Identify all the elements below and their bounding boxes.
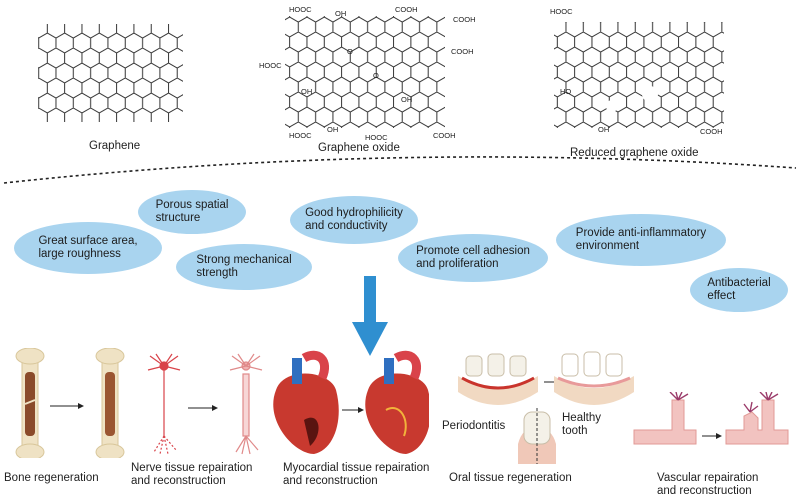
chem-label: HO	[560, 87, 571, 96]
chem-label: HOOC	[365, 133, 388, 142]
nerve-illustration	[147, 353, 263, 455]
reduced-graphene-oxide-structure: HOOC HO OH COOH	[550, 7, 724, 136]
bone-illustration	[15, 348, 125, 458]
chem-label: OH	[598, 125, 609, 134]
oral-illustration	[458, 351, 634, 464]
property-porous-structure: Porous spatial structure	[138, 190, 246, 234]
graphene-oxide-structure: HOOC OH COOH COOH HOOC COOH O O OH OH OH…	[259, 5, 476, 142]
chem-label: HOOC	[289, 131, 312, 140]
reduced-graphene-oxide-label: Reduced graphene oxide	[570, 147, 699, 159]
vascular-label: Vascular repairation and reconstruction	[657, 472, 759, 497]
chem-label: COOH	[453, 15, 476, 24]
oral-tissue-label: Oral tissue regeneration	[449, 472, 572, 484]
dotted-divider	[3, 156, 797, 184]
healthy-tooth-label: Healthy tooth	[562, 412, 601, 437]
property-surface-area: Great surface area, large roughness	[14, 222, 162, 274]
property-anti-inflammatory: Provide anti-inflammatory environment	[556, 214, 726, 266]
chem-label: COOH	[700, 127, 723, 136]
chem-label: OH	[335, 9, 346, 18]
myocardial-tissue-label: Myocardial tissue repairation and recons…	[283, 462, 430, 487]
heart-illustration	[273, 350, 429, 454]
chem-label: HOOC	[550, 7, 573, 16]
bone-regeneration-label: Bone regeneration	[4, 472, 99, 484]
chem-label: HOOC	[259, 61, 282, 70]
graphene-label: Graphene	[89, 140, 141, 152]
chem-label: OH	[327, 125, 338, 134]
chem-label: OH	[401, 95, 412, 104]
chem-label: COOH	[451, 47, 474, 56]
property-cell-adhesion: Promote cell adhesion and proliferation	[398, 234, 548, 282]
down-arrow-icon	[352, 276, 388, 356]
chem-label: OH	[301, 87, 312, 96]
graphene-oxide-label: Graphene oxide	[318, 142, 400, 154]
property-mechanical-strength: Strong mechanical strength	[176, 244, 312, 290]
property-antibacterial: Antibacterial effect	[690, 268, 788, 312]
periodontitis-label: Periodontitis	[442, 420, 506, 432]
chem-label: HOOC	[289, 5, 312, 14]
graphene-structure	[38, 24, 183, 122]
chem-label: O	[347, 47, 353, 56]
nerve-tissue-label: Nerve tissue repairation and reconstruct…	[131, 462, 253, 487]
chem-label: COOH	[395, 5, 418, 14]
property-hydrophilicity: Good hydrophilicity and conductivity	[290, 196, 418, 244]
vascular-illustration	[633, 392, 789, 445]
chem-label: O	[373, 71, 379, 80]
chem-label: COOH	[433, 131, 456, 140]
